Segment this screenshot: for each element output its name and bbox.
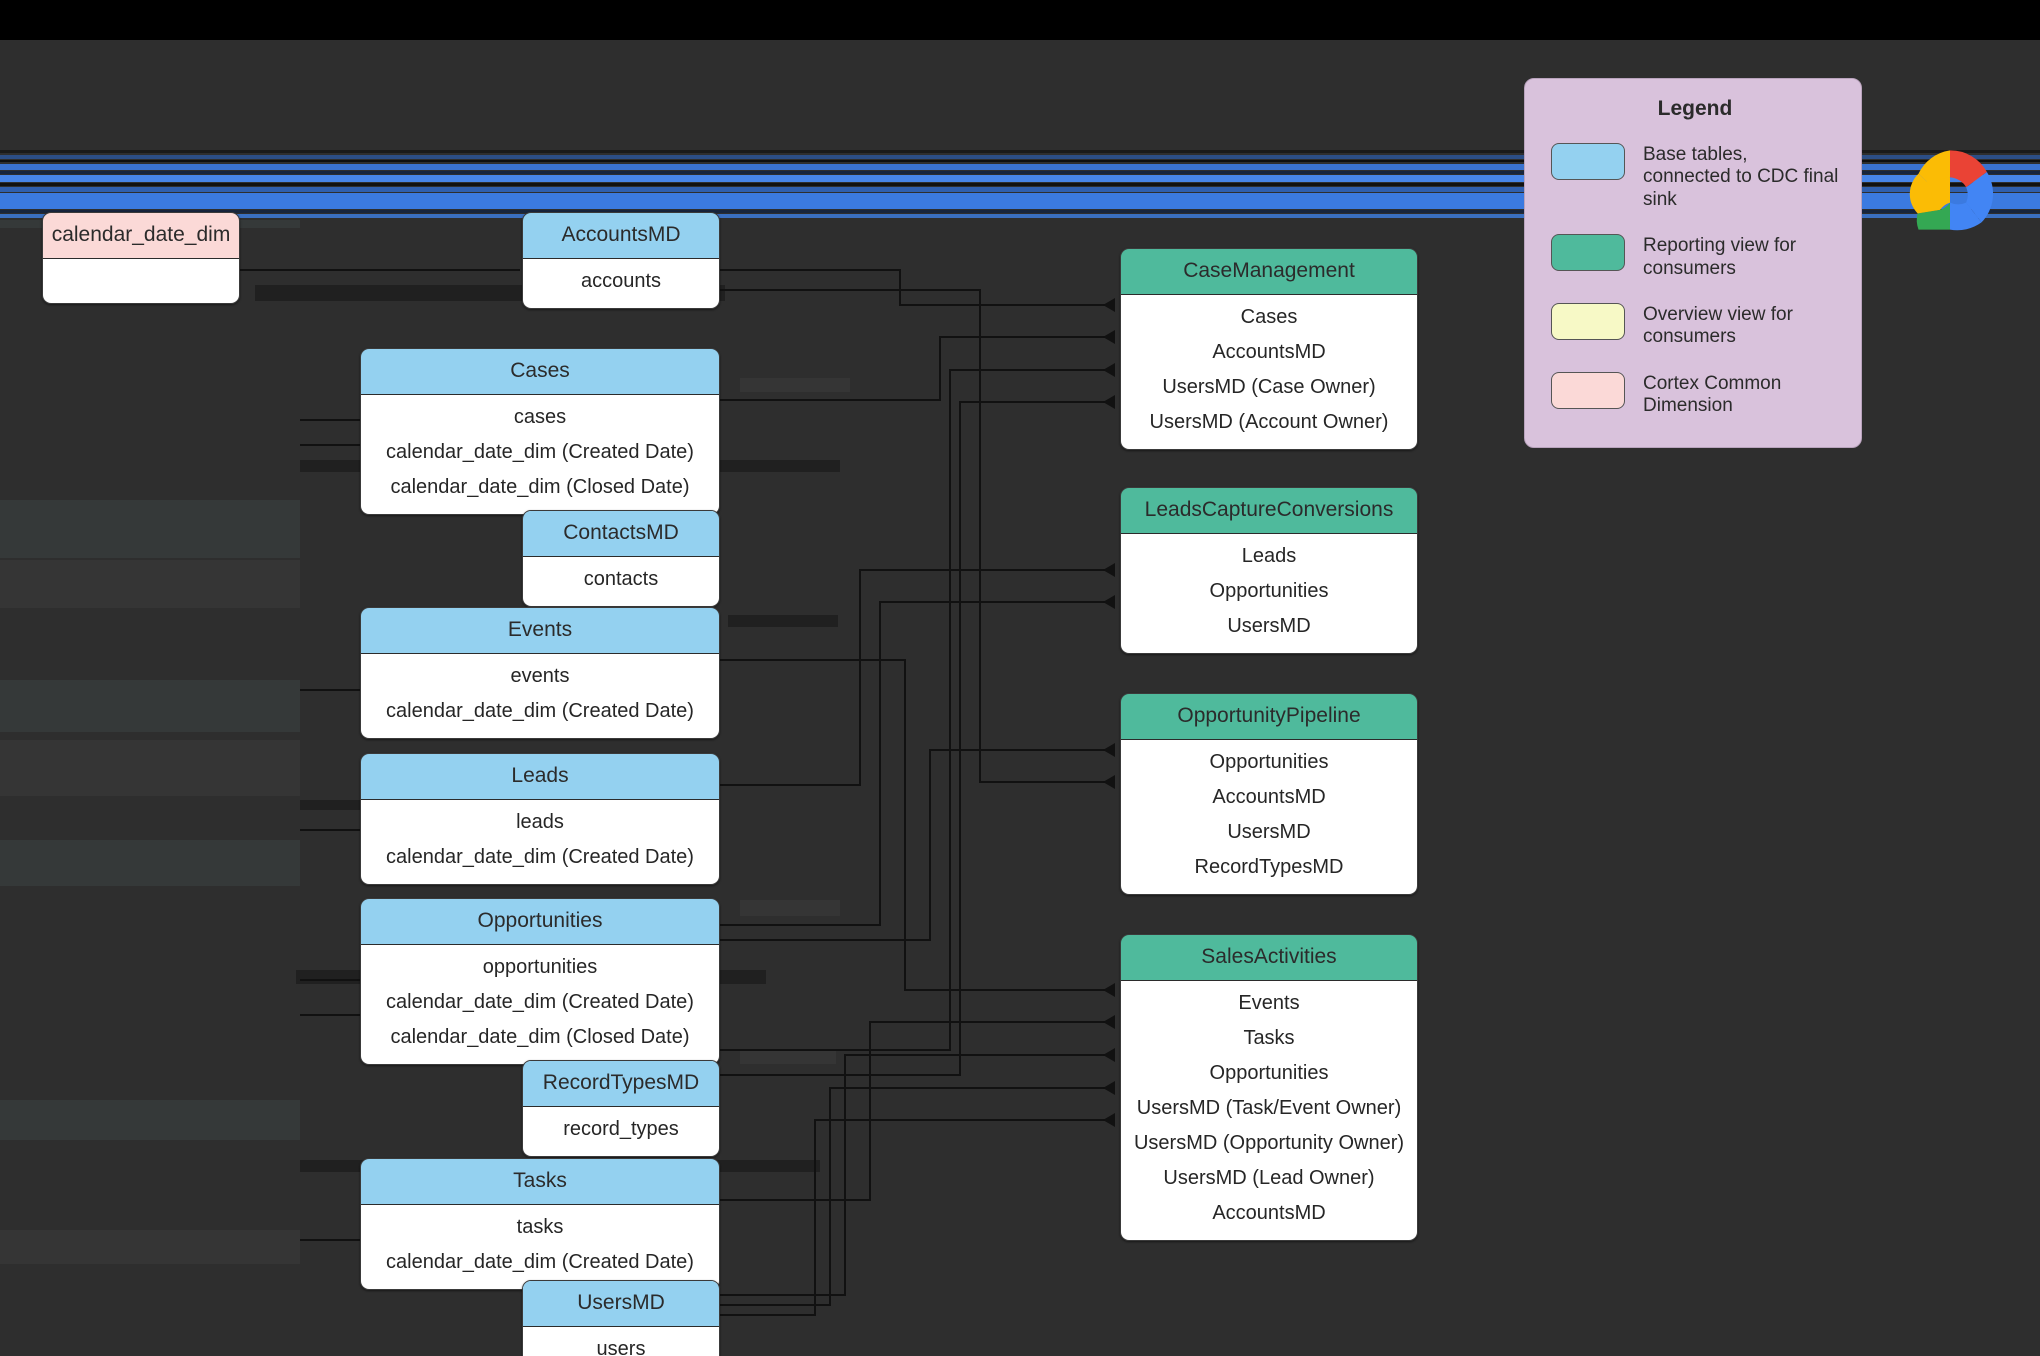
table-row: calendar_date_dim (Closed Date) <box>390 476 690 498</box>
table-leads[interactable]: Leads leads calendar_date_dim (Created D… <box>360 753 720 885</box>
table-header: OpportunityPipeline <box>1121 694 1417 740</box>
legend-item-reporting-view: Reporting view for consumers <box>1551 234 1839 280</box>
legend-label: Cortex Common Dimension <box>1643 372 1782 417</box>
table-row: UsersMD (Task/Event Owner) <box>1136 1097 1402 1119</box>
table-calendar-date-dim[interactable]: calendar_date_dim <box>42 212 240 304</box>
table-row: calendar_date_dim (Created Date) <box>386 991 694 1013</box>
legend-item-base-tables: Base tables, connected to CDC final sink <box>1551 143 1839 211</box>
legend-title: Legend <box>1657 97 1733 120</box>
table-row: AccountsMD <box>1212 341 1326 363</box>
table-row: AccountsMD <box>1212 786 1326 808</box>
table-body: events calendar_date_dim (Created Date) <box>361 654 719 738</box>
table-row: UsersMD (Opportunity Owner) <box>1133 1132 1405 1154</box>
table-header: Events <box>361 608 719 654</box>
table-row: calendar_date_dim (Created Date) <box>386 700 694 722</box>
table-header: ContactsMD <box>523 511 719 557</box>
table-cases[interactable]: Cases cases calendar_date_dim (Created D… <box>360 348 720 515</box>
table-header: calendar_date_dim <box>43 213 239 259</box>
legend-label: Reporting view for consumers <box>1643 235 1797 279</box>
table-tasks[interactable]: Tasks tasks calendar_date_dim (Created D… <box>360 1158 720 1290</box>
table-recordtypesmd[interactable]: RecordTypesMD record_types <box>522 1060 720 1157</box>
table-header: Opportunities <box>361 899 719 945</box>
table-row: Tasks <box>1243 1027 1295 1049</box>
table-row: Events <box>1238 992 1300 1014</box>
table-header: CaseManagement <box>1121 249 1417 295</box>
table-body: Opportunities AccountsMD UsersMD RecordT… <box>1121 740 1417 894</box>
table-row: calendar_date_dim (Created Date) <box>386 846 694 868</box>
table-header: Cases <box>361 349 719 395</box>
view-salesactivities[interactable]: SalesActivities Events Tasks Opportuniti… <box>1120 934 1418 1241</box>
table-row: tasks <box>516 1216 564 1238</box>
table-row: calendar_date_dim (Created Date) <box>386 1251 694 1273</box>
view-leadscaptureconversions[interactable]: LeadsCaptureConversions Leads Opportunit… <box>1120 487 1418 654</box>
table-row: contacts <box>583 568 659 590</box>
table-row: UsersMD <box>1227 615 1311 637</box>
legend-label: Base tables, connected to CDC final sink <box>1643 144 1839 210</box>
table-row: UsersMD <box>1227 821 1311 843</box>
legend-item-cortex-dimension: Cortex Common Dimension <box>1551 371 1839 418</box>
table-body <box>43 259 239 303</box>
google-cloud-logo <box>1896 145 2004 235</box>
table-accountsmd[interactable]: AccountsMD accounts <box>522 212 720 309</box>
table-header: AccountsMD <box>523 213 719 259</box>
table-row: Opportunities <box>1209 1062 1329 1084</box>
table-body: accounts <box>523 259 719 308</box>
table-row: Cases <box>1240 306 1298 328</box>
table-row: calendar_date_dim (Closed Date) <box>390 1026 690 1048</box>
legend-swatch-cortex-dimension <box>1551 371 1625 409</box>
table-body: Events Tasks Opportunities UsersMD (Task… <box>1121 981 1417 1240</box>
table-row: AccountsMD <box>1212 1202 1326 1224</box>
table-contactsmd[interactable]: ContactsMD contacts <box>522 510 720 607</box>
table-body: tasks calendar_date_dim (Created Date) <box>361 1205 719 1289</box>
diagram-board: calendar_date_dim AccountsMD accounts Ca… <box>0 40 2040 1356</box>
table-body: contacts <box>523 557 719 606</box>
table-opportunities[interactable]: Opportunities opportunities calendar_dat… <box>360 898 720 1065</box>
table-body: record_types <box>523 1107 719 1156</box>
table-body: users <box>523 1327 719 1356</box>
legend-item-overview-view: Overview view for consumers <box>1551 303 1839 349</box>
table-row: RecordTypesMD <box>1194 856 1344 878</box>
table-row: Leads <box>1241 545 1297 567</box>
table-row: opportunities <box>482 956 598 978</box>
table-body: cases calendar_date_dim (Created Date) c… <box>361 395 719 514</box>
table-row <box>43 264 239 294</box>
legend-swatch-base-tables <box>1551 143 1625 180</box>
table-row: record_types <box>563 1118 679 1140</box>
table-header: RecordTypesMD <box>523 1061 719 1107</box>
table-header: Tasks <box>361 1159 719 1205</box>
table-row: Opportunities <box>1209 580 1329 602</box>
table-row: accounts <box>580 270 662 292</box>
legend-swatch-reporting-view <box>1551 234 1625 272</box>
view-opportunitypipeline[interactable]: OpportunityPipeline Opportunities Accoun… <box>1120 693 1418 895</box>
legend-panel: Legend Base tables, connected to CDC fin… <box>1524 78 1862 448</box>
table-row: leads <box>516 811 564 833</box>
table-body: opportunities calendar_date_dim (Created… <box>361 945 719 1064</box>
table-header: UsersMD <box>523 1281 719 1327</box>
table-row: users <box>596 1338 646 1356</box>
table-header: Leads <box>361 754 719 800</box>
table-row: Opportunities <box>1209 751 1329 773</box>
view-casemanagement[interactable]: CaseManagement Cases AccountsMD UsersMD … <box>1120 248 1418 450</box>
legend-swatch-overview-view <box>1551 303 1625 341</box>
table-row: UsersMD (Lead Owner) <box>1163 1167 1375 1189</box>
table-row: cases <box>513 406 567 428</box>
table-row: calendar_date_dim (Created Date) <box>386 441 694 463</box>
legend-label: Overview view for consumers <box>1643 304 1793 348</box>
table-body: Leads Opportunities UsersMD <box>1121 534 1417 653</box>
table-row: UsersMD (Case Owner) <box>1162 376 1376 398</box>
table-body: leads calendar_date_dim (Created Date) <box>361 800 719 884</box>
table-usersmd[interactable]: UsersMD users <box>522 1280 720 1356</box>
table-body: Cases AccountsMD UsersMD (Case Owner) Us… <box>1121 295 1417 449</box>
table-events[interactable]: Events events calendar_date_dim (Created… <box>360 607 720 739</box>
table-row: events <box>510 665 570 687</box>
table-header: SalesActivities <box>1121 935 1417 981</box>
table-row: UsersMD (Account Owner) <box>1149 411 1389 433</box>
table-header: LeadsCaptureConversions <box>1121 488 1417 534</box>
